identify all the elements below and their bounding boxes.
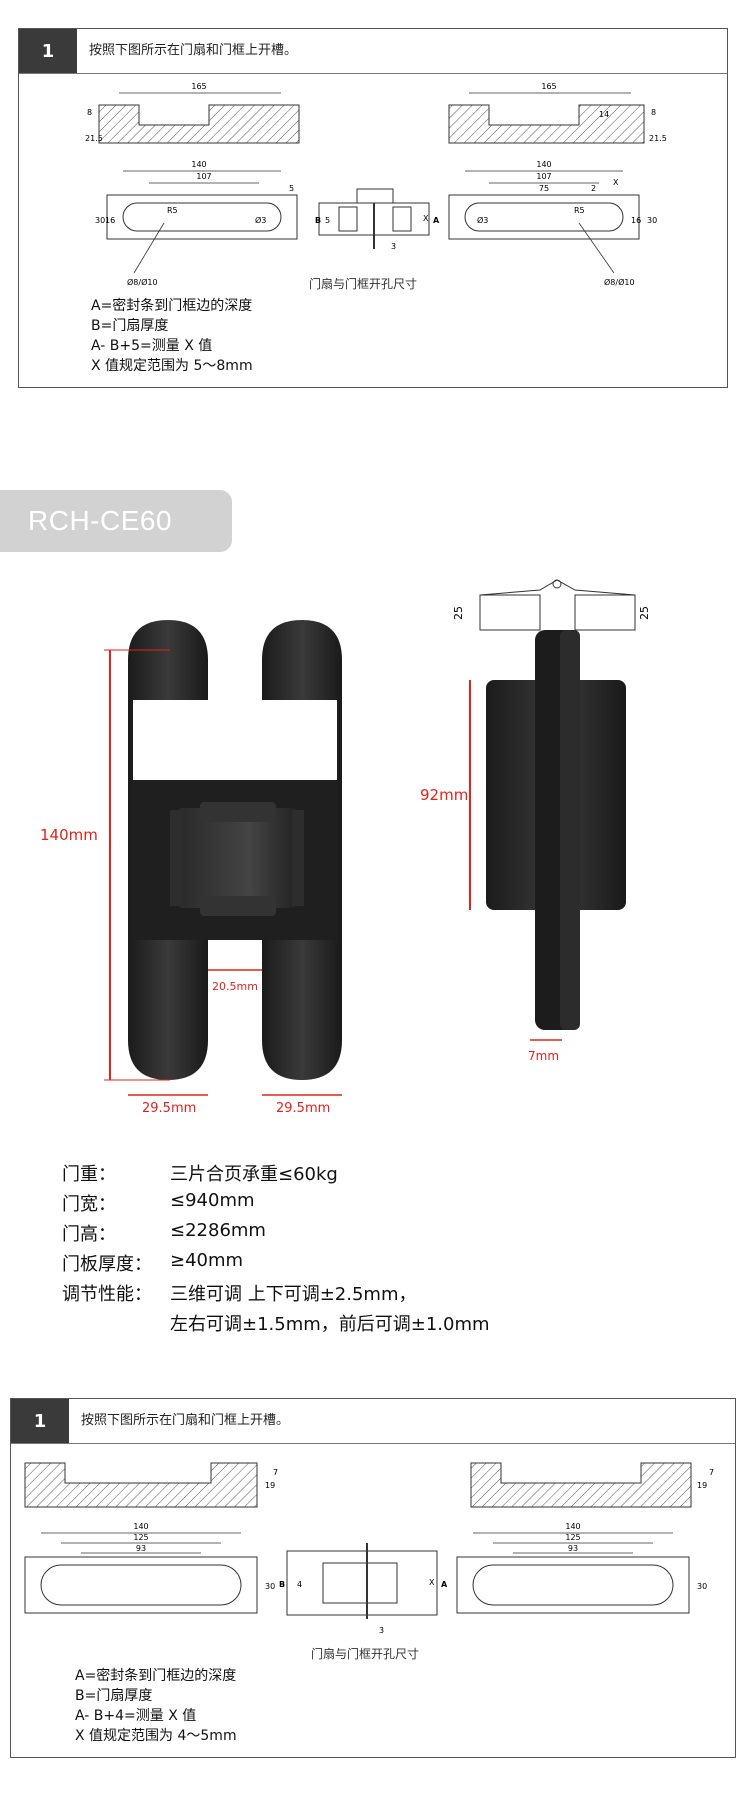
dim-75: 75 (539, 184, 549, 193)
dim-19-left: 19 (265, 1481, 275, 1490)
spec-value-adjust-2: 左右可调±1.5mm，前后可调±1.0mm (170, 1314, 490, 1335)
dim-r5-right: R5 (574, 206, 585, 215)
step-header: 1 按照下图所示在门扇和门框上开槽。 (19, 29, 727, 74)
dim-hole-right: Ø3 (477, 215, 488, 225)
spec-label-height: 门高： (62, 1224, 116, 1245)
install-step-panel-bottom: 1 按照下图所示在门扇和门框上开槽。 19 7 19 7 140 125 93 … (10, 1398, 736, 1758)
dim-b-top: B (315, 216, 321, 225)
spec-value-thickness: ≥40mm (170, 1250, 244, 1271)
dim-x-right: X (613, 178, 619, 187)
dim-8-right: 8 (651, 108, 656, 117)
dim-107-right: 107 (536, 172, 551, 181)
dim-140-r: 140 (565, 1522, 580, 1531)
note-a: A=密封条到门框边的深度 (91, 298, 253, 314)
spec-label-width: 门宽： (62, 1194, 116, 1215)
dim-140mm: 140mm (40, 826, 98, 844)
dim-a-top: A (433, 216, 440, 225)
dim-165-right: 165 (541, 82, 556, 91)
spec-label-thickness: 门板厚度： (62, 1254, 152, 1275)
dim-7-left: 7 (273, 1468, 278, 1477)
dim-29-5mm-right: 29.5mm (276, 1101, 330, 1116)
dim-3-2: 3 (379, 1626, 384, 1635)
dim-8-left: 8 (87, 108, 92, 117)
dim-20-5mm: 20.5mm (212, 980, 258, 993)
spec-label-adjust: 调节性能： (62, 1284, 152, 1305)
dim-19-right: 19 (697, 1481, 707, 1490)
spec-value-adjust-1: 三维可调 上下可调±2.5mm， (170, 1284, 417, 1305)
dim-21-5-left: 21.5 (85, 134, 103, 143)
dim-25-left: 25 (452, 606, 465, 620)
dim-7mm: 7mm (528, 1049, 559, 1063)
dim-b-2: B (279, 1580, 285, 1589)
step-instruction-2: 按照下图所示在门扇和门框上开槽。 (81, 1413, 290, 1428)
spec-label-weight: 门重： (62, 1164, 116, 1185)
spec-value-weight: 三片合页承重≤60kg (170, 1164, 338, 1185)
dim-93-r: 93 (568, 1544, 578, 1553)
dim-2: 2 (591, 184, 596, 193)
dim-16-right: 16 (631, 216, 641, 225)
dim-x-top: X (423, 214, 429, 223)
dim-dia-left: Ø8/Ø10 (127, 277, 158, 287)
dim-29-5mm-left: 29.5mm (142, 1101, 196, 1116)
step-instruction: 按照下图所示在门扇和门框上开槽。 (89, 43, 298, 58)
note-b: B=门扇厚度 (91, 318, 169, 334)
dim-5-mid: 5 (325, 216, 330, 225)
drawing-caption: 门扇与门框开孔尺寸 (309, 277, 418, 291)
dim-107-left: 107 (196, 172, 211, 181)
spec-value-height: ≤2286mm (170, 1220, 266, 1241)
note-b-2: B=门扇厚度 (75, 1688, 153, 1704)
dim-r5-left: R5 (167, 206, 178, 215)
dim-x-2: X (429, 1578, 435, 1587)
step-number: 1 (19, 29, 77, 73)
drawing-caption-2: 门扇与门框开孔尺寸 (311, 1647, 420, 1661)
dim-30-l: 30 (265, 1582, 275, 1591)
slot-dimension-drawing-2: 19 7 19 7 140 125 93 30 B 4 X A 3 140 12… (24, 1462, 714, 1635)
step-header-2: 1 按照下图所示在门扇和门框上开槽。 (11, 1399, 735, 1444)
dim-21-5-right: 21.5 (649, 134, 667, 143)
dim-30-r: 30 (697, 1582, 707, 1591)
dim-92mm: 92mm (420, 786, 468, 804)
hinge-product-drawing: 140mm 20.5mm 29.5mm 29.5mm 25 25 92mm 7m… (40, 579, 651, 1116)
dim-125-r: 125 (565, 1533, 580, 1542)
note-range: X 值规定范围为 5～8mm (91, 358, 253, 374)
dim-dia-right: Ø8/Ø10 (604, 277, 635, 287)
install-step-panel-top: 1 按照下图所示在门扇和门框上开槽。 165 8 21.5 165 14 8 2… (18, 28, 728, 388)
dim-16-left: 16 (105, 216, 115, 225)
note-formula-2: A- B+4=测量 X 值 (75, 1708, 197, 1724)
model-badge: RCH-CE60 (0, 490, 232, 552)
note-a-2: A=密封条到门框边的深度 (75, 1668, 237, 1684)
dim-4-2: 4 (297, 1580, 302, 1589)
dim-7-right: 7 (709, 1468, 714, 1477)
step-number-2: 1 (11, 1399, 69, 1443)
dim-30-right: 30 (647, 216, 657, 225)
dim-140-left: 140 (191, 160, 206, 169)
slot-dimension-drawing: 165 8 21.5 165 14 8 21.5 140 107 R5 Ø3 5… (85, 82, 667, 287)
dim-30-left: 30 (95, 216, 105, 225)
dim-165-left: 165 (191, 82, 206, 91)
dim-125-l: 125 (133, 1533, 148, 1542)
dim-25-right: 25 (638, 606, 651, 620)
note-range-2: X 值规定范围为 4～5mm (75, 1728, 237, 1744)
dim-a-2: A (441, 1580, 448, 1589)
dim-14: 14 (599, 110, 609, 119)
dim-5-left: 5 (289, 184, 294, 193)
dim-140-right: 140 (536, 160, 551, 169)
note-formula: A- B+5=测量 X 值 (91, 338, 213, 354)
dim-3-mid: 3 (391, 242, 396, 251)
dim-140-l: 140 (133, 1522, 148, 1531)
dim-hole-left: Ø3 (255, 215, 266, 225)
spec-value-width: ≤940mm (170, 1190, 255, 1211)
dim-93-l: 93 (136, 1544, 146, 1553)
